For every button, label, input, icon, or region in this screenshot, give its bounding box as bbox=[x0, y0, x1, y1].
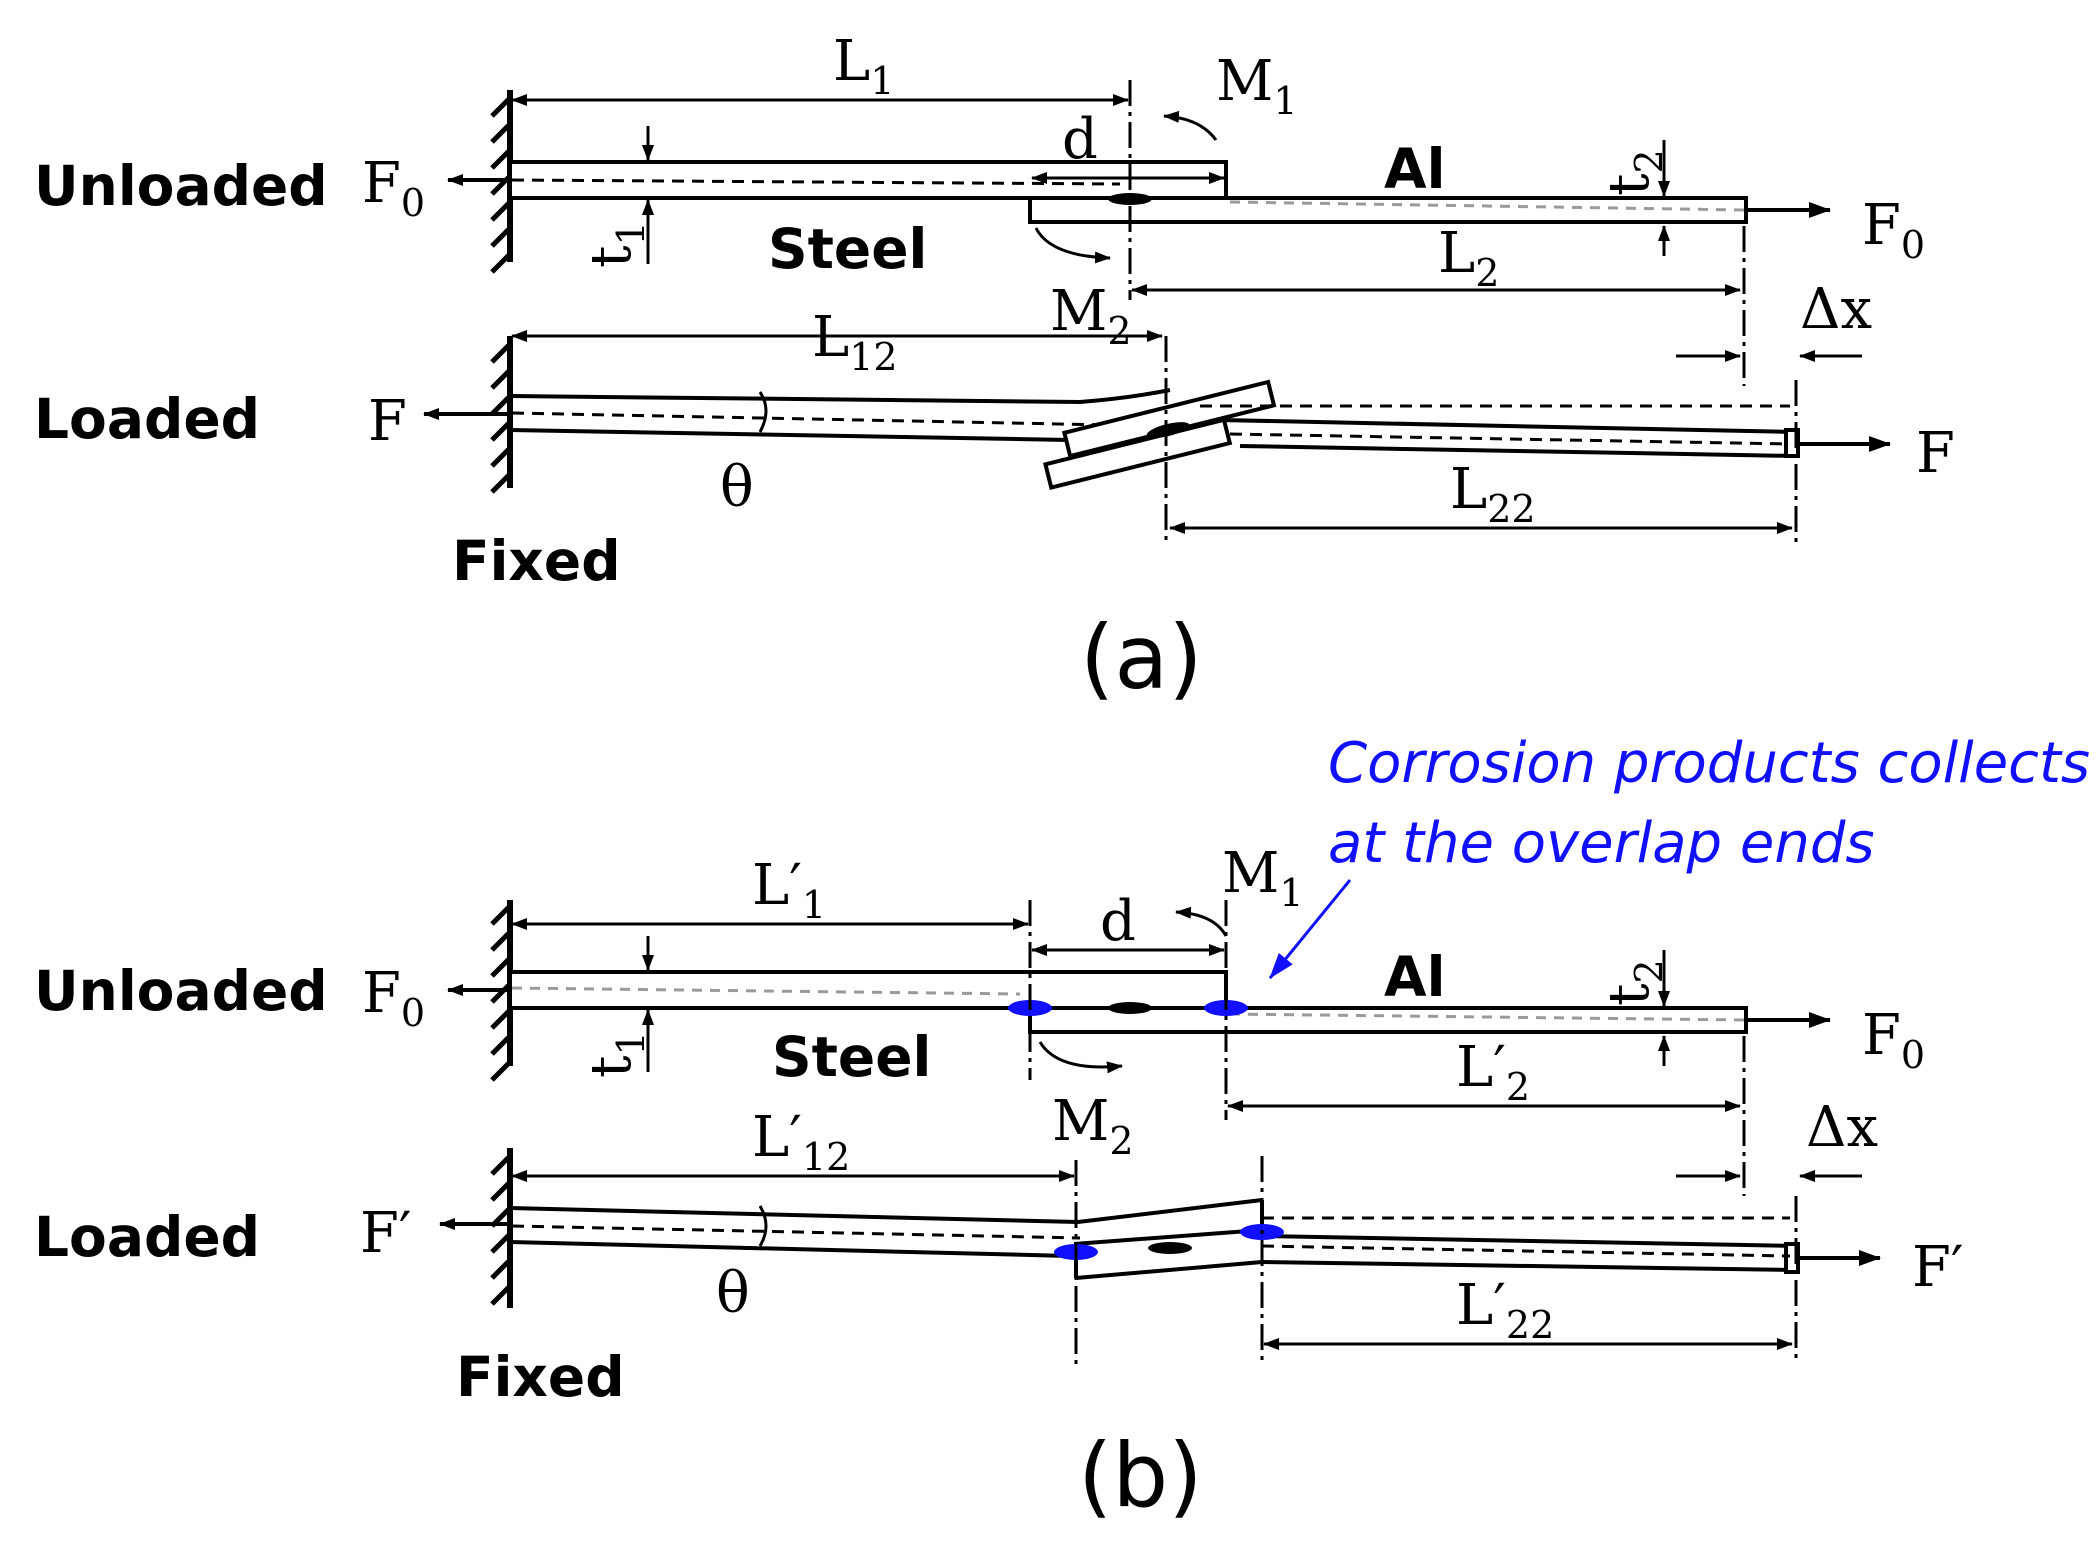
corrosion-note-line2: at the overlap ends bbox=[1328, 811, 1875, 876]
moment-m2-a: M2 bbox=[1050, 279, 1132, 353]
moment-m2-b: M2 bbox=[1052, 1089, 1134, 1163]
fixed-label-a: Fixed bbox=[452, 529, 621, 593]
dim-l2-prime: L′2 bbox=[1456, 1035, 1530, 1109]
moment-m1-a: M1 bbox=[1216, 49, 1298, 123]
force-f0-right-b: F0 bbox=[1862, 1003, 1925, 1077]
unloaded-label-b: Unloaded bbox=[34, 959, 328, 1023]
force-f0-left-b: F0 bbox=[362, 961, 425, 1035]
thickness-t1-a: t1 bbox=[579, 221, 653, 268]
dim-l1: L1 bbox=[833, 29, 894, 103]
al-label-b: Al bbox=[1384, 945, 1445, 1009]
fixed-wall-bottom-a bbox=[490, 336, 513, 494]
force-f-left-a: F bbox=[368, 389, 407, 454]
displacement-dx-b: Δx bbox=[1806, 1095, 1878, 1160]
thickness-t1-b: t1 bbox=[579, 1031, 653, 1078]
dim-d-a: d bbox=[1062, 107, 1098, 172]
al-label-a: Al bbox=[1384, 137, 1445, 201]
dim-l22-prime: L′22 bbox=[1456, 1273, 1554, 1347]
loaded-label-b: Loaded bbox=[34, 1205, 260, 1269]
dim-l12: L12 bbox=[812, 305, 898, 379]
force-fprime-left: F′ bbox=[360, 1201, 412, 1266]
dim-l22: L22 bbox=[1450, 457, 1536, 531]
force-f-right-a: F bbox=[1916, 421, 1955, 486]
steel-label-a: Steel bbox=[768, 217, 927, 281]
panel-a: Unloaded F0 F0 L1 d M1 M2 bbox=[34, 29, 1955, 709]
force-f0-left-a: F0 bbox=[362, 151, 425, 225]
dim-l12-prime: L′12 bbox=[752, 1105, 850, 1179]
weld-nugget-b bbox=[1108, 1002, 1152, 1014]
force-fprime-right: F′ bbox=[1912, 1235, 1964, 1300]
moment-m1-b: M1 bbox=[1222, 841, 1304, 915]
panel-b: Corrosion products collects at the overl… bbox=[34, 731, 2090, 1527]
steel-plate-b bbox=[508, 970, 1228, 1010]
loaded-label-a: Loaded bbox=[34, 387, 260, 451]
fixed-label-b: Fixed bbox=[456, 1345, 625, 1409]
al-plate-a bbox=[1028, 196, 1748, 224]
fixed-wall-bottom-b bbox=[490, 1148, 513, 1308]
caption-a: (a) bbox=[1080, 606, 1203, 709]
angle-theta-b: θ bbox=[716, 1261, 750, 1326]
displacement-dx-a: Δx bbox=[1800, 277, 1872, 342]
force-f0-right-a: F0 bbox=[1862, 193, 1925, 267]
dim-l1-prime: L′1 bbox=[752, 853, 826, 927]
thickness-t2-b: t2 bbox=[1597, 959, 1671, 1006]
angle-theta-a: θ bbox=[720, 455, 754, 520]
dim-l2: L2 bbox=[1438, 221, 1499, 295]
thickness-t2-a: t2 bbox=[1597, 149, 1671, 196]
steel-label-b: Steel bbox=[772, 1025, 931, 1089]
dim-d-b: d bbox=[1100, 889, 1136, 954]
caption-b: (b) bbox=[1078, 1424, 1203, 1527]
unloaded-label: Unloaded bbox=[34, 154, 328, 218]
corrosion-note-line1: Corrosion products collects bbox=[1328, 731, 2090, 796]
